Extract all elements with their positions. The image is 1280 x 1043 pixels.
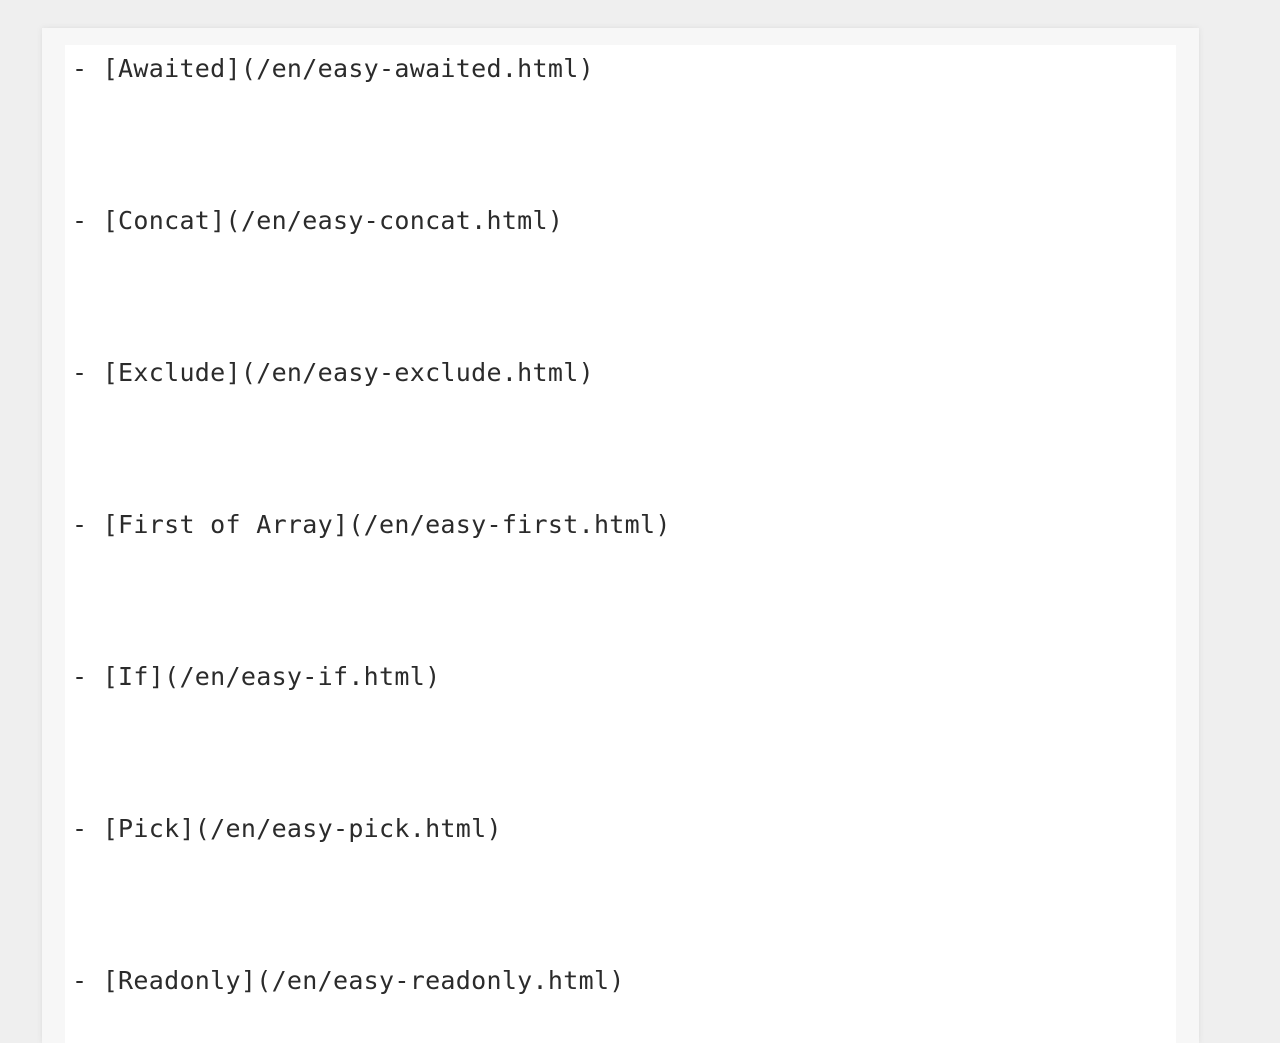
- markdown-editor[interactable]: - [Awaited](/en/easy-awaited.html) - [Co…: [65, 45, 1176, 1043]
- document-card: - [Awaited](/en/easy-awaited.html) - [Co…: [42, 28, 1199, 1043]
- markdown-line-concat[interactable]: - [Concat](/en/easy-concat.html): [72, 206, 564, 235]
- markdown-line-first-of-array[interactable]: - [First of Array](/en/easy-first.html): [72, 510, 671, 539]
- markdown-line-exclude[interactable]: - [Exclude](/en/easy-exclude.html): [72, 358, 594, 387]
- markdown-line-pick[interactable]: - [Pick](/en/easy-pick.html): [72, 814, 502, 843]
- markdown-line-readonly[interactable]: - [Readonly](/en/easy-readonly.html): [72, 966, 625, 995]
- markdown-line-if[interactable]: - [If](/en/easy-if.html): [72, 662, 441, 691]
- markdown-line-awaited[interactable]: - [Awaited](/en/easy-awaited.html): [72, 54, 594, 83]
